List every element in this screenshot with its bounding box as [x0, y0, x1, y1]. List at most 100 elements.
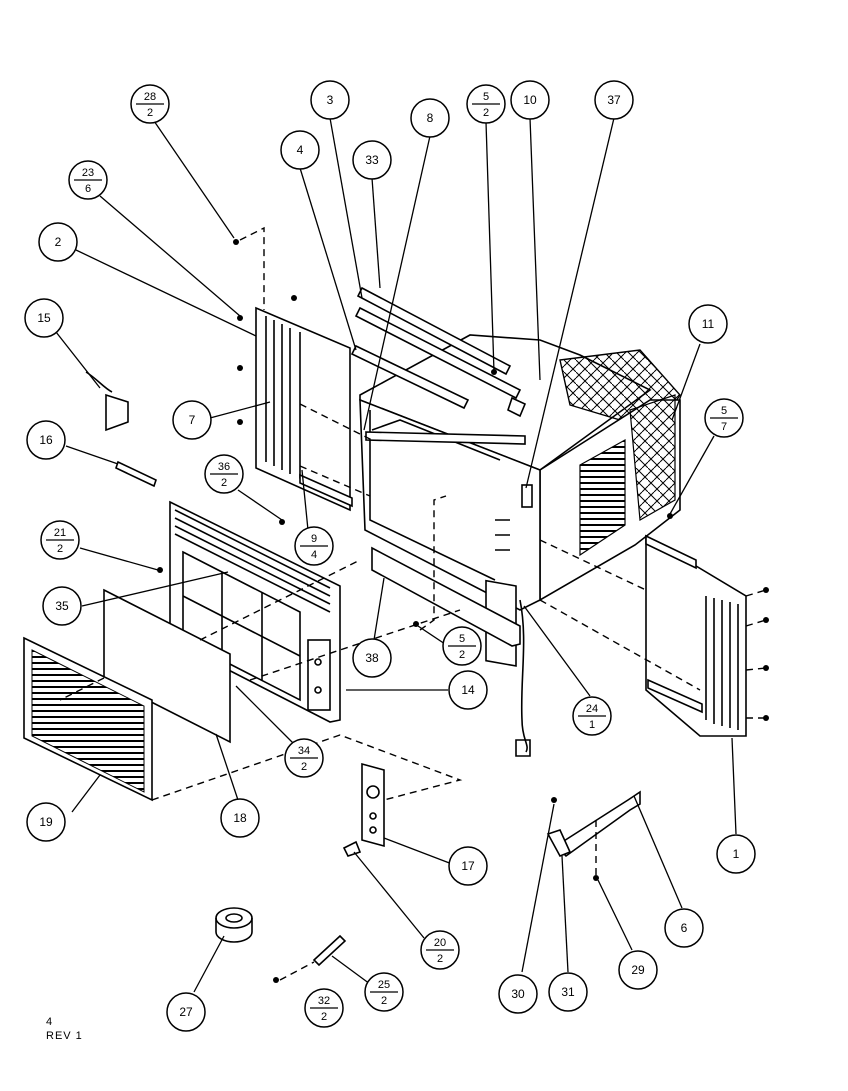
callout-37: 37 [594, 80, 634, 120]
svg-text:1: 1 [589, 719, 595, 731]
svg-text:24: 24 [586, 703, 598, 715]
filter-panel [103, 588, 231, 744]
svg-text:34: 34 [298, 745, 310, 757]
screw-23-b [237, 315, 243, 321]
knob-hole-lower [314, 686, 322, 694]
svg-text:2: 2 [301, 761, 307, 773]
callout-1: 1 [716, 834, 756, 874]
callout-18: 18 [220, 798, 260, 838]
screw-21 [157, 567, 163, 573]
svg-text:2: 2 [483, 107, 489, 119]
svg-text:16: 16 [39, 433, 53, 447]
callout-30: 30 [498, 974, 538, 1014]
assembly-dashed-lines [59, 226, 767, 981]
callouts: 282 236 2 15 16 7 362 212 35 19 18 342 3… [24, 80, 756, 1032]
svg-text:11: 11 [702, 317, 715, 331]
callout-5-2-mid: 52 [442, 626, 482, 666]
screw-1-b [763, 617, 769, 623]
curtain-frame-right [645, 534, 747, 737]
callout-5-2-top: 52 [466, 84, 506, 124]
callout-35: 35 [42, 586, 82, 626]
cabinet-front [359, 398, 541, 611]
svg-text:6: 6 [681, 921, 688, 935]
callout-24: 241 [572, 696, 612, 736]
svg-text:18: 18 [233, 811, 247, 825]
cabinet-assembly [359, 334, 681, 757]
callout-38: 38 [352, 638, 392, 678]
svg-text:23: 23 [82, 167, 94, 179]
svg-text:37: 37 [607, 93, 621, 107]
callout-7: 7 [172, 400, 212, 440]
rail-clip [507, 396, 527, 418]
svg-text:2: 2 [459, 649, 465, 661]
screw-1-a [763, 587, 769, 593]
svg-text:28: 28 [144, 91, 156, 103]
power-plug [515, 739, 531, 757]
callout-14: 14 [448, 670, 488, 710]
svg-text:6: 6 [85, 183, 91, 195]
screw-29 [593, 875, 599, 881]
part-27-roll-side [215, 918, 253, 943]
callout-2: 2 [38, 222, 78, 262]
part-38-rail [371, 546, 521, 647]
part-20-screw [342, 840, 362, 857]
cabinet-partition [371, 419, 501, 461]
front-panel-top-grille [174, 509, 331, 613]
svg-text:2: 2 [437, 953, 443, 965]
part-17-plate [361, 762, 385, 848]
grille-louvers [31, 649, 145, 793]
curtain-frame-left [255, 306, 351, 512]
svg-text:21: 21 [54, 527, 66, 539]
rail-33 [356, 286, 512, 376]
callout-33: 33 [352, 140, 392, 180]
svg-text:14: 14 [461, 683, 475, 697]
part-15-clip [105, 393, 129, 432]
knob-hole-upper [314, 658, 322, 666]
curtain-top-rail-right [645, 534, 697, 570]
curtain-pleats-right [705, 596, 739, 730]
callout-11: 11 [688, 304, 728, 344]
svg-text:2: 2 [55, 235, 62, 249]
callout-32: 322 [304, 988, 344, 1028]
screw-1-c [763, 665, 769, 671]
svg-text:25: 25 [378, 979, 390, 991]
callout-27: 27 [166, 992, 206, 1032]
callout-3: 3 [310, 80, 350, 120]
svg-text:27: 27 [179, 1005, 193, 1019]
screw-32 [273, 977, 279, 983]
callout-21: 212 [40, 520, 80, 560]
insulation-panel-side [629, 394, 676, 521]
callout-16: 16 [26, 420, 66, 460]
part-27-roll-top [215, 907, 253, 929]
callout-15: 15 [24, 298, 64, 338]
part-17-hole-a [369, 812, 377, 820]
part-31-foot [546, 829, 572, 858]
svg-text:2: 2 [221, 477, 227, 489]
part-27-roll-core [225, 913, 243, 923]
left-side-curtain [255, 306, 353, 512]
callout-19: 19 [26, 802, 66, 842]
callout-23: 236 [68, 160, 108, 200]
right-side-curtain [645, 534, 747, 737]
part-6-bracket [554, 790, 641, 858]
svg-text:8: 8 [427, 111, 434, 125]
screw-23-c [237, 365, 243, 371]
callout-6: 6 [664, 908, 704, 948]
curtain-bottom-rail-right [647, 678, 703, 714]
screw-1-d [763, 715, 769, 721]
front-panel-opening [182, 550, 301, 702]
callout-25: 252 [364, 972, 404, 1012]
svg-text:20: 20 [434, 937, 446, 949]
callout-4: 4 [280, 130, 320, 170]
part-25-pin [312, 934, 347, 967]
screw-23-d [237, 419, 243, 425]
svg-text:5: 5 [721, 405, 727, 417]
svg-text:7: 7 [189, 413, 196, 427]
power-cord [519, 599, 528, 753]
svg-text:31: 31 [561, 985, 575, 999]
callout-10: 10 [510, 80, 550, 120]
part-17-hole-b [369, 826, 377, 834]
svg-text:4: 4 [311, 549, 317, 561]
screw-30 [551, 797, 557, 803]
svg-text:7: 7 [721, 421, 727, 433]
